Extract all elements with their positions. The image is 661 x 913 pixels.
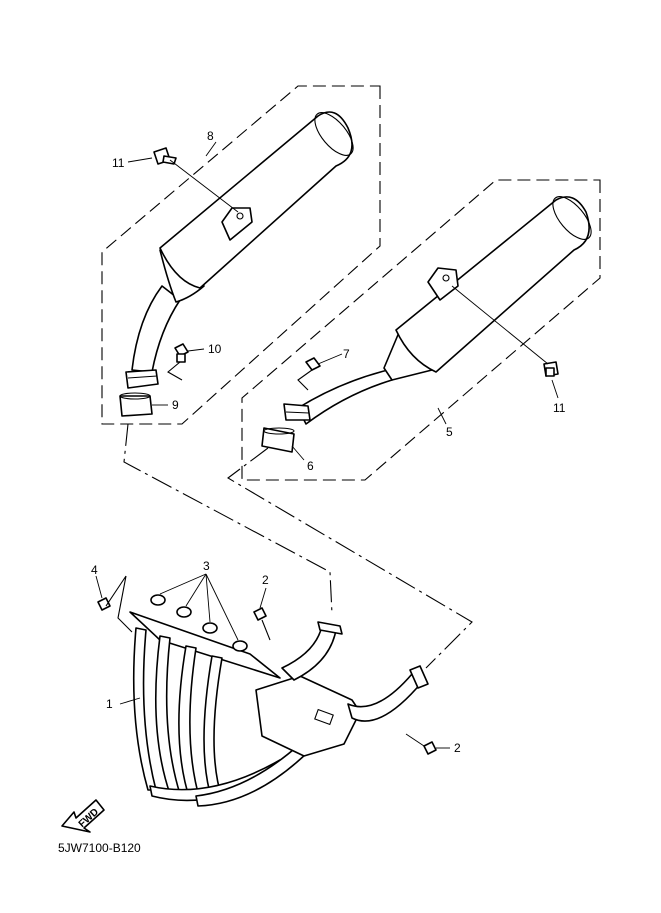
left-muffler-mount-bolt[interactable]	[153, 147, 239, 213]
left-muffler[interactable]	[125, 106, 360, 389]
exhaust-header-pipe[interactable]	[129, 611, 429, 807]
header-nut[interactable]	[97, 575, 133, 633]
callout-3: 3	[203, 559, 210, 573]
left-muffler-gasket[interactable]	[119, 392, 153, 417]
right-muffler-gasket[interactable]	[261, 427, 295, 453]
forward-arrow-icon: FWD	[61, 799, 105, 833]
callout-7: 7	[343, 347, 350, 361]
callout-11-left: 11	[112, 156, 125, 170]
callout-11-right: 11	[553, 401, 566, 415]
callout-5: 5	[446, 425, 453, 439]
callout-1: 1	[106, 697, 113, 711]
callout-2-header-bolt: 2	[262, 573, 269, 587]
callout-4: 4	[91, 563, 98, 577]
assembly-line-left	[123, 423, 333, 615]
assembly-line-right	[227, 447, 473, 669]
collector-bolt[interactable]	[405, 733, 437, 755]
left-muffler-bolt[interactable]	[167, 343, 189, 381]
leader-lines	[95, 141, 559, 749]
callout-10: 10	[208, 342, 222, 356]
callout-8: 8	[207, 129, 214, 143]
exhaust-gaskets[interactable]	[150, 594, 248, 652]
right-muffler[interactable]	[283, 190, 598, 425]
callout-9: 9	[172, 398, 179, 412]
left-muffler-assembly-box	[101, 85, 381, 425]
right-muffler-bolt[interactable]	[297, 357, 321, 391]
diagram-code: 5JW7100-B120	[58, 841, 141, 855]
header-bolt[interactable]	[253, 607, 271, 641]
callout-6: 6	[307, 459, 314, 473]
right-muffler-assembly-box	[241, 179, 601, 481]
right-muffler-mount-bolt[interactable]	[451, 285, 559, 377]
callout-2-collector-bolt: 2	[454, 741, 461, 755]
